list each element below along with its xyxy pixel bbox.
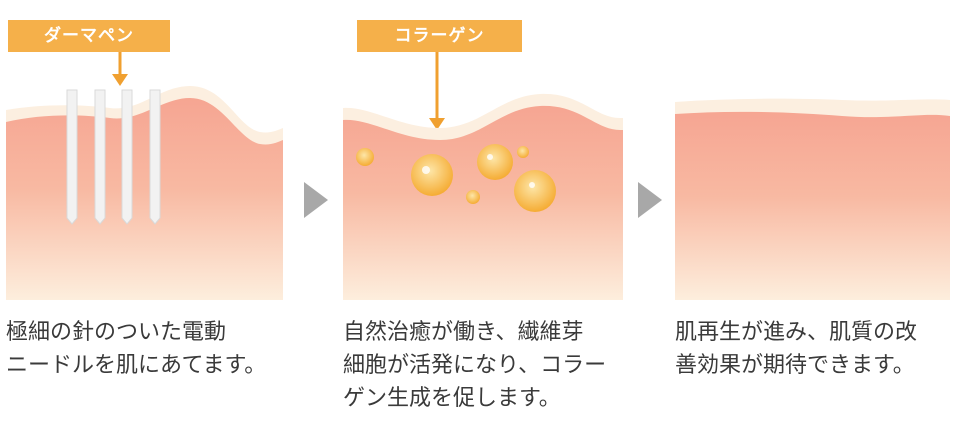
next-arrow-icon [638, 182, 662, 218]
needle-4 [149, 89, 161, 225]
step-2-caption: 自然治癒が働き、繊維芽 細胞が活発になり、コラー ゲン生成を促します。 [343, 320, 607, 411]
step-3-caption: 肌再生が進み、肌質の改 善効果が期待できます。 [675, 320, 918, 378]
collagen-arrow-head [429, 118, 445, 130]
skin-layer [343, 105, 623, 300]
needle-2 [94, 89, 106, 225]
skin-layer [675, 111, 950, 300]
collagen-particle [356, 148, 374, 166]
step-1-panel: ダーマペン 極細の針のついた電動 ニードルを肌にあてます。 [0, 0, 290, 422]
step-3-illustration [675, 98, 950, 300]
next-arrow-icon [304, 182, 328, 218]
collagen-particle [514, 170, 556, 212]
dermapen-label: ダーマペン [8, 20, 170, 52]
step-2-illustration [343, 52, 623, 300]
needle-1 [66, 89, 78, 225]
collagen-particle [477, 144, 513, 180]
collagen-label: コラーゲン [357, 20, 522, 52]
needle-3 [121, 89, 133, 225]
collagen-particle [411, 154, 453, 196]
step-3-panel: 肌再生が進み、肌質の改 善効果が期待できます。 [672, 0, 954, 422]
step-2-panel: コラーゲン [340, 0, 640, 422]
dermapen-arrow-head [112, 74, 128, 86]
needles [66, 89, 161, 225]
step-1-illustration [6, 52, 283, 300]
collagen-particle [466, 190, 480, 204]
collagen-particles [356, 144, 556, 212]
step-1-caption: 極細の針のついた電動 ニードルを肌にあてます。 [6, 320, 267, 378]
collagen-particle [517, 146, 529, 158]
